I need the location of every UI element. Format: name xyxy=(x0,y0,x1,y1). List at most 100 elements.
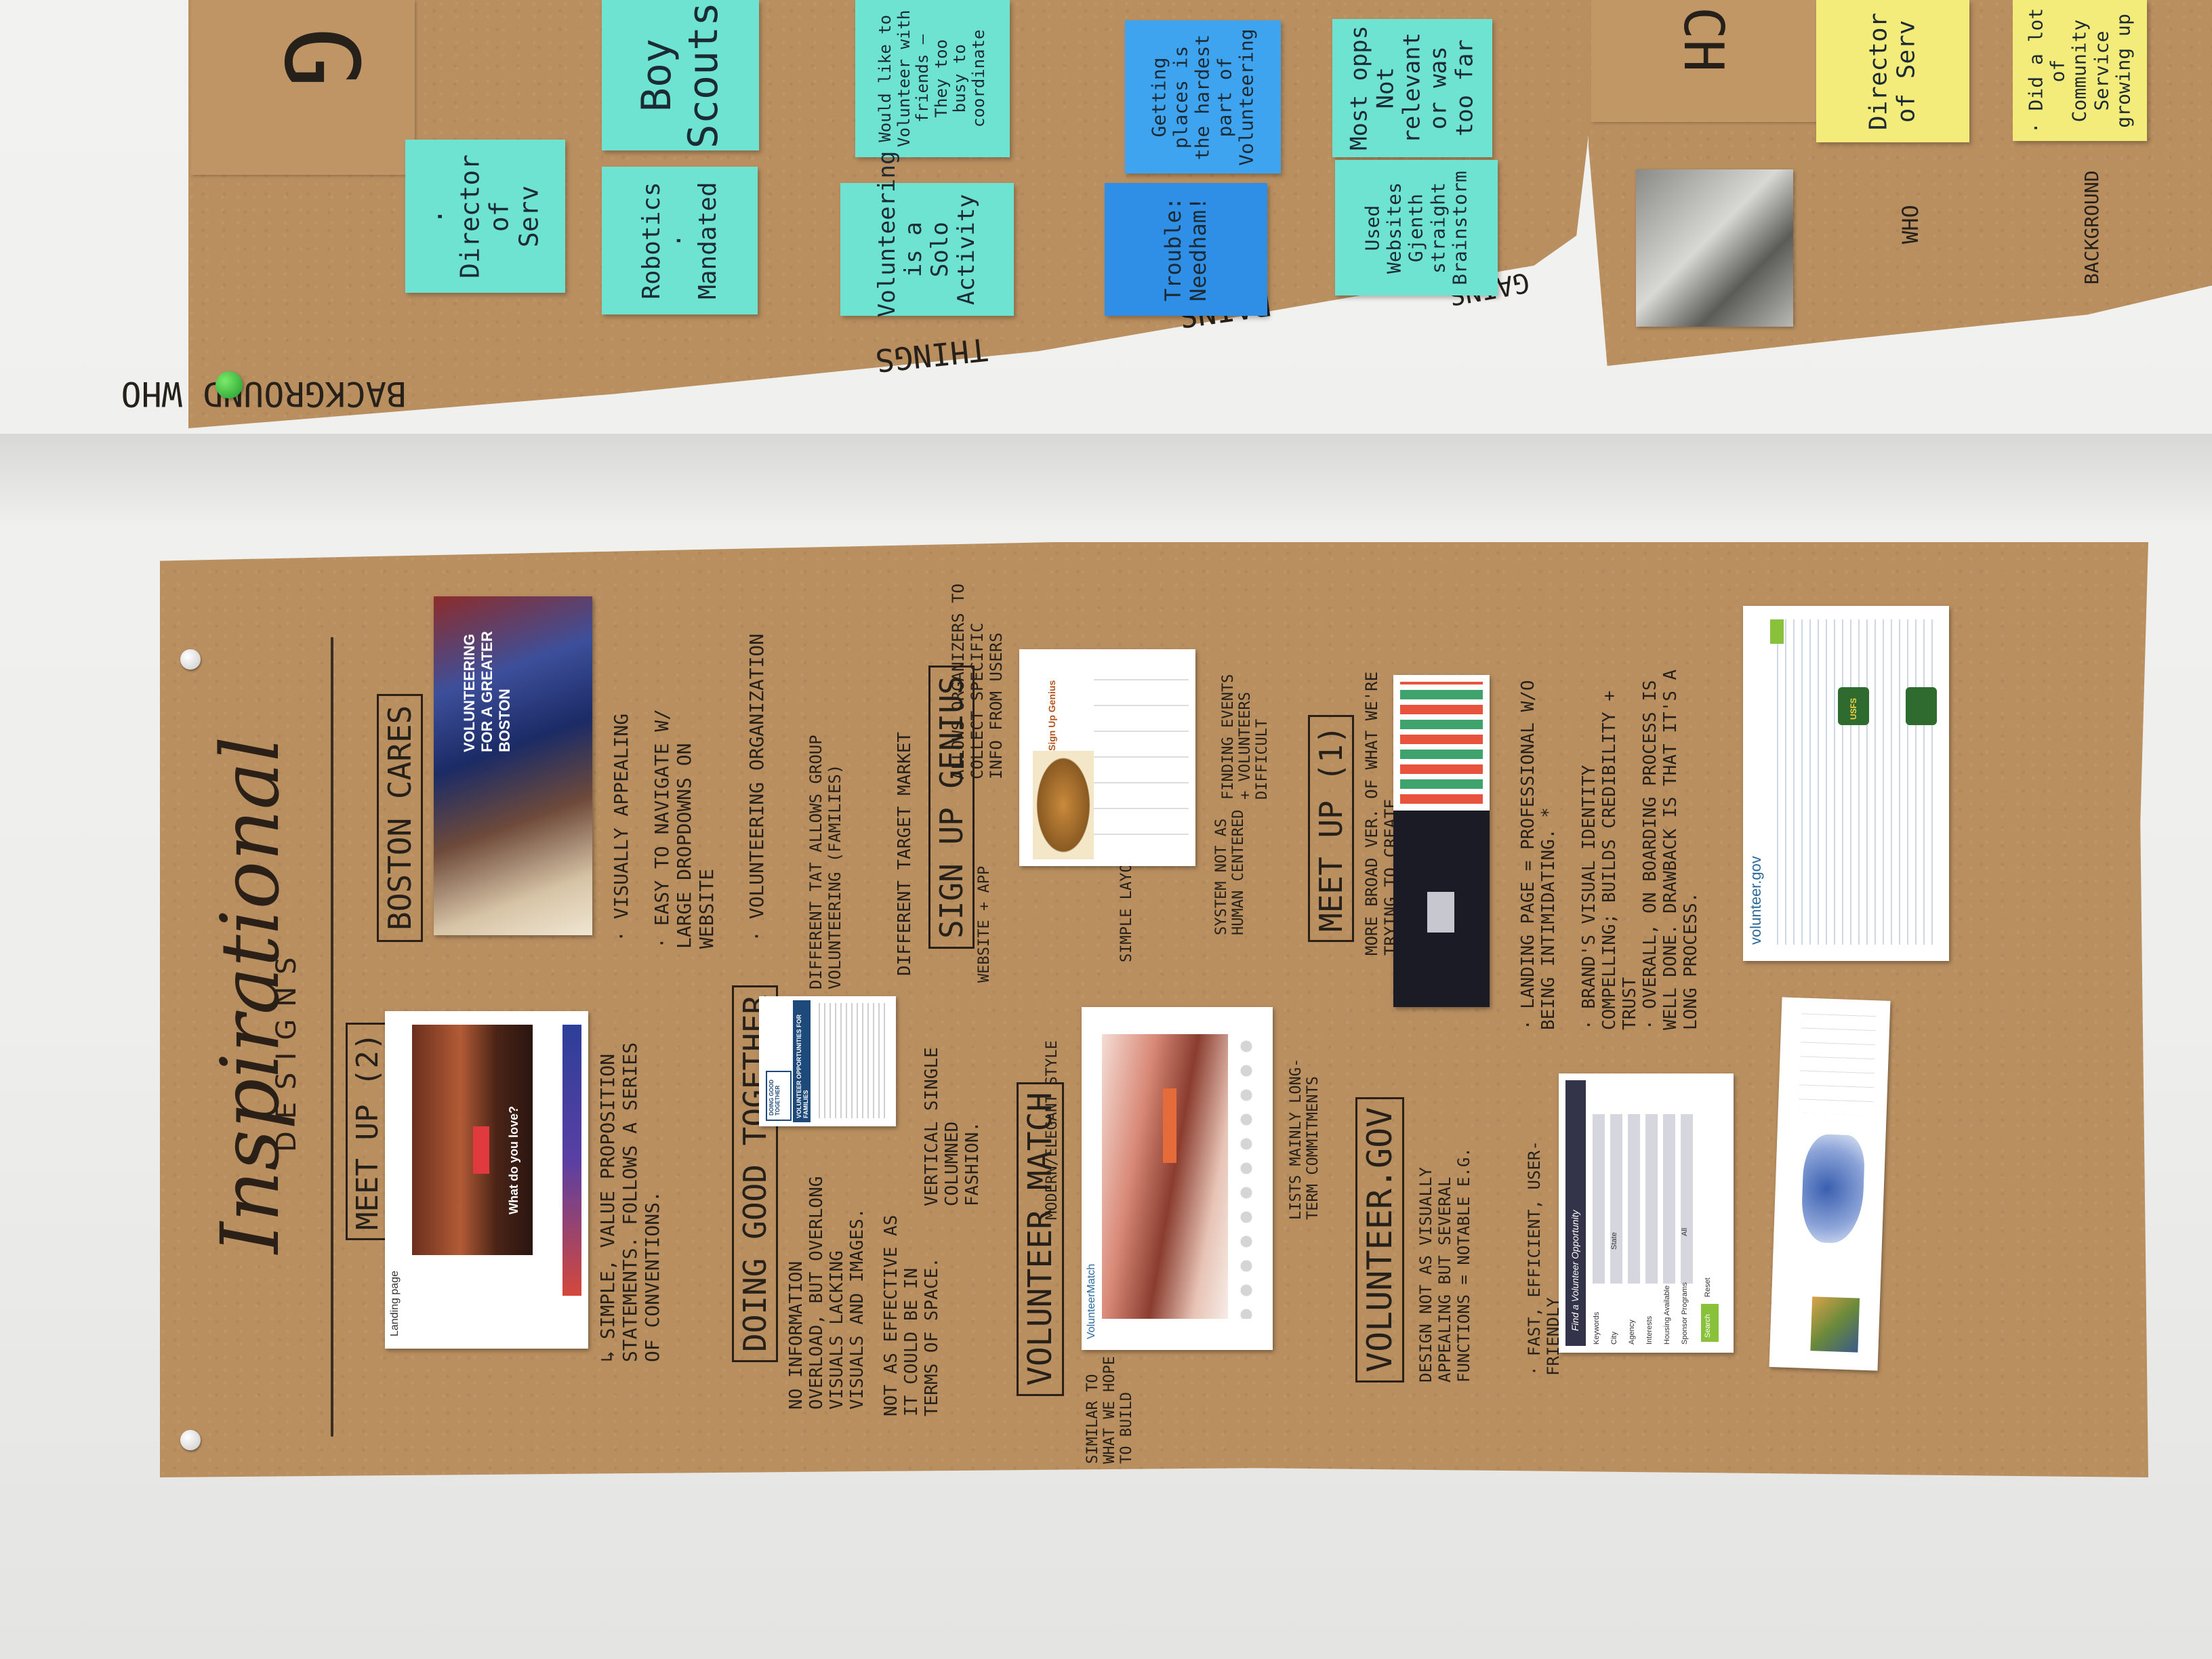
note-volmatch-1: MODERN/ELEGANT STYLE xyxy=(1044,1040,1061,1220)
volmatch-search-button xyxy=(1163,1088,1176,1163)
volgov-field-rows xyxy=(1593,1114,1694,1284)
note-volgov-1: DESIGN NOT AS VISUALLY APPEALING BUT SEV… xyxy=(1416,1147,1473,1382)
usfs-badge-icon xyxy=(1906,687,1937,725)
upper-corner-letters: G xyxy=(262,27,380,89)
meetup-hero-image xyxy=(412,1025,533,1255)
thumbtack-icon xyxy=(180,1430,201,1450)
note-boston-org: · VOLUNTEERING ORGANIZATION xyxy=(745,633,768,942)
sticky-note-right-community: · Did a lot of Community Service growing… xyxy=(2013,0,2147,141)
volgov-form-header xyxy=(1565,1080,1586,1346)
meetup-landing-screenshot: What do you love? Landing page xyxy=(385,1011,588,1349)
note-doinggood-2: NOT AS EFFECTIVE AS IT COULD BE IN TERMS… xyxy=(881,1214,942,1416)
note-boston-navigate: · EASY TO NAVIGATE W/ LARGE DROPDOWNS ON… xyxy=(651,708,718,949)
right-board-flap xyxy=(1591,0,1835,122)
volgov-field-interests: Interests xyxy=(1645,1315,1654,1345)
usfs-badge-icon xyxy=(1838,687,1869,725)
right-label-background: BACKGROUND xyxy=(2081,170,2103,285)
note-volmatch-2: LISTS MAINLY LONG-TERM COMMITMENTS xyxy=(1288,1058,1322,1220)
label-background-who: BACKGROUND WHO xyxy=(121,374,407,413)
volgov-go-button xyxy=(1770,619,1784,644)
volgov-reset-label: Reset xyxy=(1704,1277,1712,1297)
volgov-form-title: Find a Volunteer Opportunity xyxy=(1570,1210,1580,1331)
doing-good-banner-text: VOLUNTEER OPPORTUNITIES FOR FAMILIES xyxy=(796,1014,809,1118)
thumbtack-icon xyxy=(180,649,201,670)
signup-title: Sign Up Genius xyxy=(1046,680,1057,751)
note-boston-visual: · VISUALLY APPEALING xyxy=(610,713,632,942)
green-pushpin-icon xyxy=(216,371,243,398)
meetup-onboarding-screenshot xyxy=(1393,675,1490,1007)
right-label-who: WHO xyxy=(1898,205,1923,244)
volgov-field-city: City xyxy=(1610,1332,1618,1345)
sticky-note-most-opps: Most opps Not relevant or was too far xyxy=(1332,19,1492,157)
note-signup-1: ALLOWS ORGANIZERS TO COLLECT SPECIFIC IN… xyxy=(949,583,1006,779)
volgov-state-label: State xyxy=(1610,1232,1618,1250)
volgov-field-agency: Agency xyxy=(1628,1319,1636,1345)
note-meetup1-4: · OVERALL, ON BOARDING PROCESS IS WELL D… xyxy=(1640,669,1701,1030)
meetup-side-strip xyxy=(562,1025,581,1296)
sticky-note-solo: Volunteering is a Solo Activity xyxy=(840,150,1014,317)
sticky-note-right-director: Director of Serv xyxy=(1816,0,1969,142)
note-doinggood-1: NO INFORMATION OVERLOAD, BUT OVERLONG VI… xyxy=(786,1176,867,1410)
volgov-search-button xyxy=(1701,1304,1719,1342)
boston-cares-photo xyxy=(434,596,592,935)
volgov-calendar xyxy=(1798,1011,1877,1116)
volgov-field-keywords: Keywords xyxy=(1593,1311,1601,1345)
doing-good-body-lines xyxy=(819,1003,886,1118)
meetup1-product-image xyxy=(1427,892,1454,933)
doing-good-banner xyxy=(793,1000,811,1122)
meetup-cta-button xyxy=(473,1126,489,1174)
volmatch-logo: VolunteerMatch xyxy=(1086,1263,1097,1339)
usfs-label: USFS xyxy=(1849,697,1858,720)
sticky-note-needham: Trouble: Needham! xyxy=(1105,183,1267,316)
volgov-listing-text xyxy=(1770,619,1933,945)
sticky-note-friends: Would like to Volunteer with friends — T… xyxy=(855,0,1010,157)
note-doinggood-5: DIFFERENT TARGET MARKET xyxy=(895,731,915,976)
sticky-note-robotics: Robotics · Mandated xyxy=(602,167,758,314)
upper-board-flap xyxy=(191,0,415,175)
heading-boston-cares: BOSTON CARES xyxy=(377,693,423,942)
note-doinggood-4: DIFFERENT TAT ALLOWS GROUP VOLUNTEERING … xyxy=(806,735,844,989)
note-meetup1-2: · LANDING PAGE = PROFESSIONAL W/O BEING … xyxy=(1518,680,1559,1030)
sticky-note-boy-scouts: Boy Scouts xyxy=(602,0,759,150)
signup-bear-image xyxy=(1033,751,1094,859)
note-signup-4: SYSTEM NOT AS HUMAN CENTERED xyxy=(1213,809,1247,935)
volgov-search-label: Search xyxy=(1704,1314,1712,1338)
note-volgov-2: · FAST, EFFICIENT, USER-FRIENDLY xyxy=(1525,1141,1563,1376)
volgov-field-sponsor: Sponsor Programs xyxy=(1681,1282,1689,1345)
heading-meetup-1: MEET UP (1) xyxy=(1308,715,1354,942)
signup-table xyxy=(1094,656,1189,859)
volmatch-hero xyxy=(1102,1034,1228,1319)
boston-cares-headline: VOLUNTEERING FOR A GREATER BOSTON xyxy=(461,631,513,752)
doing-good-logo xyxy=(766,1071,792,1121)
meetup-caption: Landing page xyxy=(389,1271,401,1336)
right-corner-letters: CH xyxy=(1672,7,1735,73)
note-volmatch-3: SIMILAR TO WHAT WE HOPE TO BUILD xyxy=(1084,1356,1135,1464)
volgov-field-housing: Housing Available xyxy=(1663,1285,1671,1345)
sticky-note-used-websites: Used Websites Gjenth straight Brainstorm xyxy=(1335,160,1498,295)
sticky-note-director: · Director of Serv xyxy=(405,140,565,293)
volgov-us-map xyxy=(1800,1133,1866,1244)
right-board-photo xyxy=(1636,169,1793,327)
volgov-thumbnail xyxy=(1810,1296,1860,1353)
volmatch-dot-column xyxy=(1236,1034,1256,1319)
volunteer-gov-map-screenshot xyxy=(1769,997,1891,1371)
meetup-hero-text: What do you love? xyxy=(507,1106,520,1214)
heading-volunteer-gov: VOLUNTEER.GOV xyxy=(1355,1097,1404,1382)
board-subtitle: DESIGNS xyxy=(271,945,302,1152)
volunteer-match-screenshot: VolunteerMatch xyxy=(1082,1007,1273,1350)
signup-genius-screenshot: Sign Up Genius xyxy=(1019,649,1195,866)
volunteer-gov-listings-screenshot: volunteer.gov USFS xyxy=(1743,606,1949,961)
volgov-logo: volunteer.gov xyxy=(1747,856,1764,945)
doing-good-screenshot: DOING GOOD TOGETHER VOLUNTEER OPPORTUNIT… xyxy=(759,996,896,1126)
note-signup-5: FINDING EVENTS + VOLUNTEERS DIFFICULT xyxy=(1220,674,1271,800)
volgov-all-label: All xyxy=(1681,1227,1689,1236)
meetup1-icon-grid xyxy=(1400,682,1483,804)
note-meetup2: ↳ SIMPLE, VALUE PROPOSITION STATEMENTS. … xyxy=(596,1042,663,1362)
note-meetup1-3: · BRAND'S VISUAL IDENTITY COMPELLING; BU… xyxy=(1579,691,1640,1030)
boston-cares-screenshot: VOLUNTEERING FOR A GREATER BOSTON xyxy=(434,596,592,935)
title-divider xyxy=(331,637,333,1437)
sticky-note-getting-places: Getting places is the hardest part of Vo… xyxy=(1125,20,1281,173)
heading-meetup-2: MEET UP (2) xyxy=(346,1022,390,1240)
note-doinggood-3: VERTICAL SINGLE COLUMNED FASHION. xyxy=(922,1047,983,1206)
